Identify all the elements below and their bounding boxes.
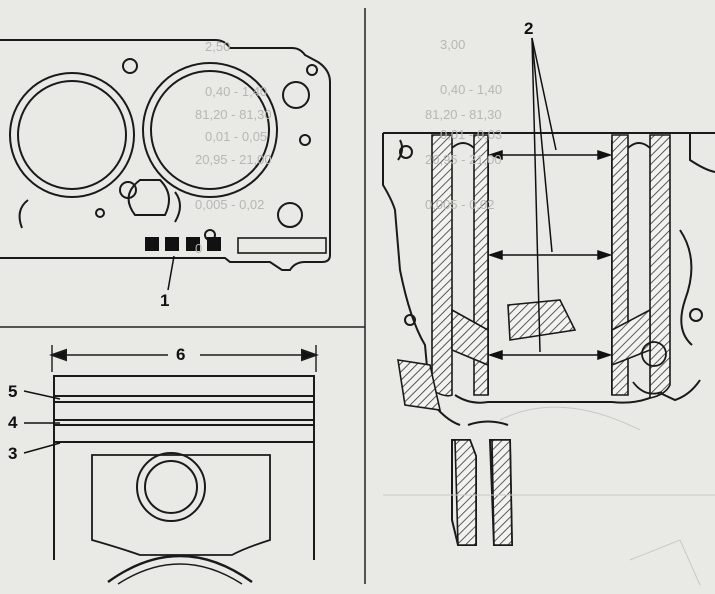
show-through-text-left-top: 2,50 0,40 - 1,40 0,01 - 0,05 <box>205 10 267 159</box>
callout-3: 3 <box>8 444 18 463</box>
piston-drawing <box>49 345 319 585</box>
piston-leaders <box>23 390 61 454</box>
ghost-line: 20,95 - 21,00 <box>425 151 502 167</box>
ghost-line: 0,005 - 0,02 <box>425 196 495 212</box>
ghost-line: 0,01 - 0,05 <box>205 128 268 144</box>
callout-2-leaders <box>531 37 557 353</box>
head-gasket-drawing <box>0 39 331 271</box>
show-through-text-right-top: 3,00 0,40 - 1,40 0,01 - 0,03 <box>440 8 502 157</box>
gasket-marking-squares <box>145 237 221 251</box>
ghost-line: 0,40 - 1,40 <box>205 83 268 99</box>
panel-dividers <box>0 8 366 584</box>
ghost-line: 2,50 <box>205 38 231 54</box>
callout-2: 2 <box>524 19 534 38</box>
coolant-jacket <box>451 142 667 395</box>
ghost-line: 81,20 - 81,30 <box>425 106 502 122</box>
ghost-line: 0,005 - 0,02 <box>195 196 265 212</box>
callout-6: 6 <box>176 345 186 364</box>
ghost-line: 20,95 - 21,00 <box>195 151 272 167</box>
show-through-text-right-mid: 81,20 - 81,30 20,95 - 21,00 0,005 - 0,02 <box>425 78 502 227</box>
liner-walls-hatched <box>397 134 671 546</box>
callout-1-leader <box>167 255 175 291</box>
ghost-line: 0,01 - 0,03 <box>440 126 503 142</box>
callout-1: 1 <box>160 291 170 310</box>
background-show-through <box>383 406 715 586</box>
ghost-line: 0 <box>195 241 203 257</box>
ghost-line: 0,40 - 1,40 <box>440 81 503 97</box>
bore-measurement-arrows <box>487 149 613 361</box>
ghost-line: 81,20 - 81,30 <box>195 106 272 122</box>
callout-4: 4 <box>8 413 18 432</box>
show-through-text-left-mid: 81,20 - 81,30 20,95 - 21,00 0,005 - 0,02… <box>195 78 272 272</box>
callout-5: 5 <box>8 382 18 401</box>
ghost-line: 3,00 <box>440 36 466 52</box>
